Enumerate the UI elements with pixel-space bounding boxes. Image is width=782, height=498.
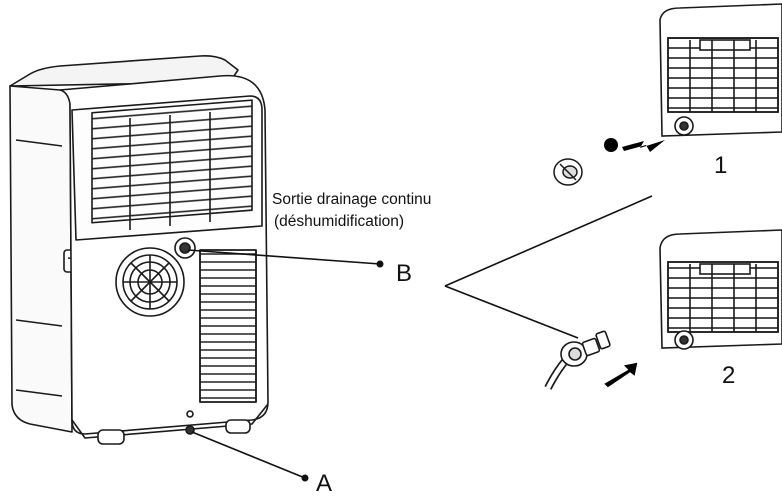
dot-a xyxy=(301,474,309,482)
drain-hose-connector xyxy=(544,330,611,390)
step1-unit-detail xyxy=(659,3,782,137)
plug-dot xyxy=(604,138,618,152)
air-conditioner-unit xyxy=(9,55,269,445)
dot-b xyxy=(376,260,384,268)
label-step2: 2 xyxy=(722,362,736,389)
callout-line2: (déshumidification) xyxy=(274,213,405,230)
label-a: A xyxy=(316,470,333,497)
arrow-step1-icon xyxy=(622,140,665,152)
leader-to-step1 xyxy=(444,195,653,287)
label-step1: 1 xyxy=(714,152,728,179)
label-b: B xyxy=(396,260,413,287)
step2-unit-detail xyxy=(659,229,782,350)
callout-line1: Sortie drainage continu xyxy=(272,191,432,208)
leader-to-step2 xyxy=(444,285,579,339)
arrow-step2-icon xyxy=(604,362,638,388)
leader-a xyxy=(191,431,306,479)
leader-lines xyxy=(187,195,653,479)
drain-cap xyxy=(553,158,583,186)
leader-b xyxy=(187,249,381,265)
